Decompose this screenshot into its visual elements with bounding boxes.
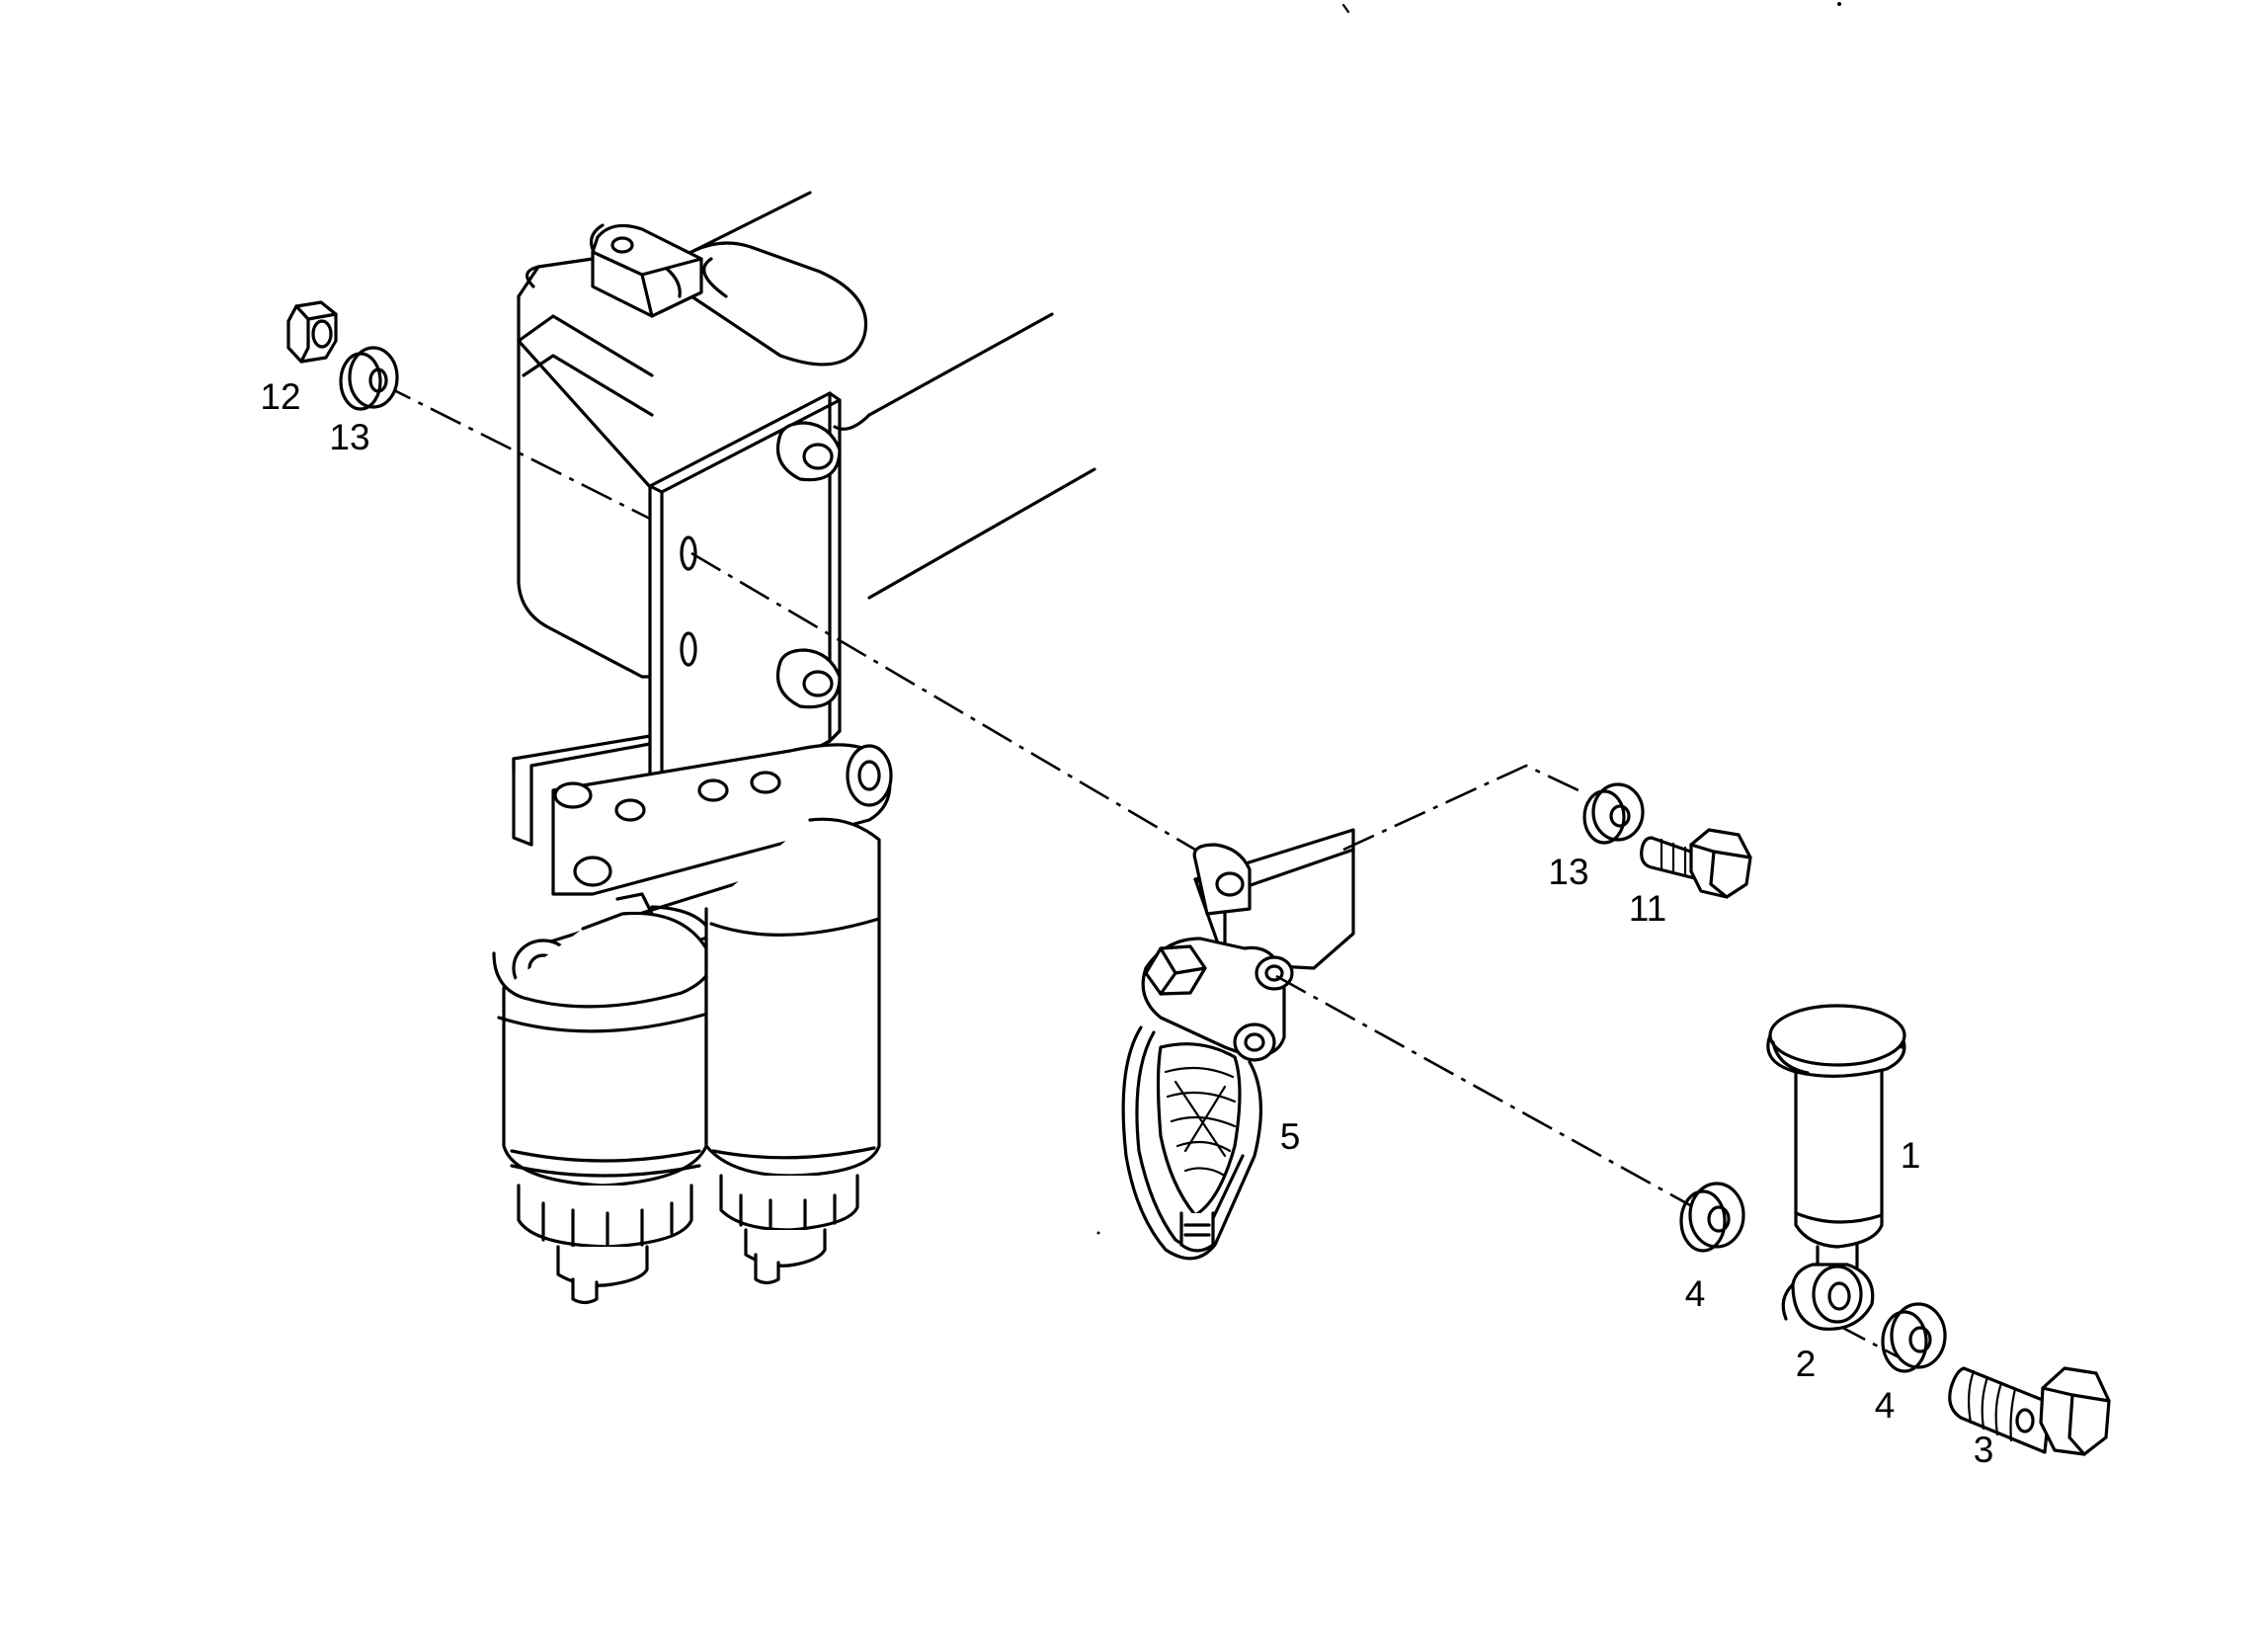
banjo-bolt-3 [1948, 1366, 2111, 1456]
callout-washer-left: 13 [329, 417, 369, 457]
callout-primer-pump: 1 [1901, 1135, 1921, 1176]
callout-sealing-washer-lower: 4 [1875, 1385, 1896, 1426]
chassis-frame-rails [689, 191, 1096, 600]
top-lug [591, 223, 703, 318]
callout-banjo-fitting: 2 [1796, 1344, 1817, 1384]
filter-head-housing [517, 223, 684, 679]
filter-element-right [704, 817, 881, 1285]
assembly-centre-lines [379, 381, 1907, 1363]
primer-pump-1 [1766, 1004, 1906, 1271]
filter-element-left [492, 905, 718, 1305]
bolt-11 [1640, 828, 1752, 899]
banjo-fitting-2 [1781, 1263, 1875, 1331]
callout-nut: 12 [260, 376, 300, 417]
callout-water-separator: 5 [1280, 1116, 1301, 1157]
callout-sealing-washer-upper: 4 [1685, 1273, 1706, 1314]
water-separator-assembly [1121, 828, 1355, 1261]
nut-12 [286, 300, 338, 364]
sealing-washer-4-lower [1881, 1302, 1947, 1373]
callout-mounting-bolt: 11 [1629, 888, 1666, 929]
callout-banjo-bolt: 3 [1974, 1430, 1994, 1470]
washer-13-right [1582, 782, 1645, 845]
scan-specks [1096, 2, 1841, 1235]
callout-washer-right: 13 [1548, 852, 1588, 892]
sealing-washer-4-upper [1679, 1182, 1745, 1253]
washer-13-left [339, 346, 399, 411]
part-callouts: 1 2 3 4 4 5 11 12 13 13 [260, 376, 1993, 1470]
